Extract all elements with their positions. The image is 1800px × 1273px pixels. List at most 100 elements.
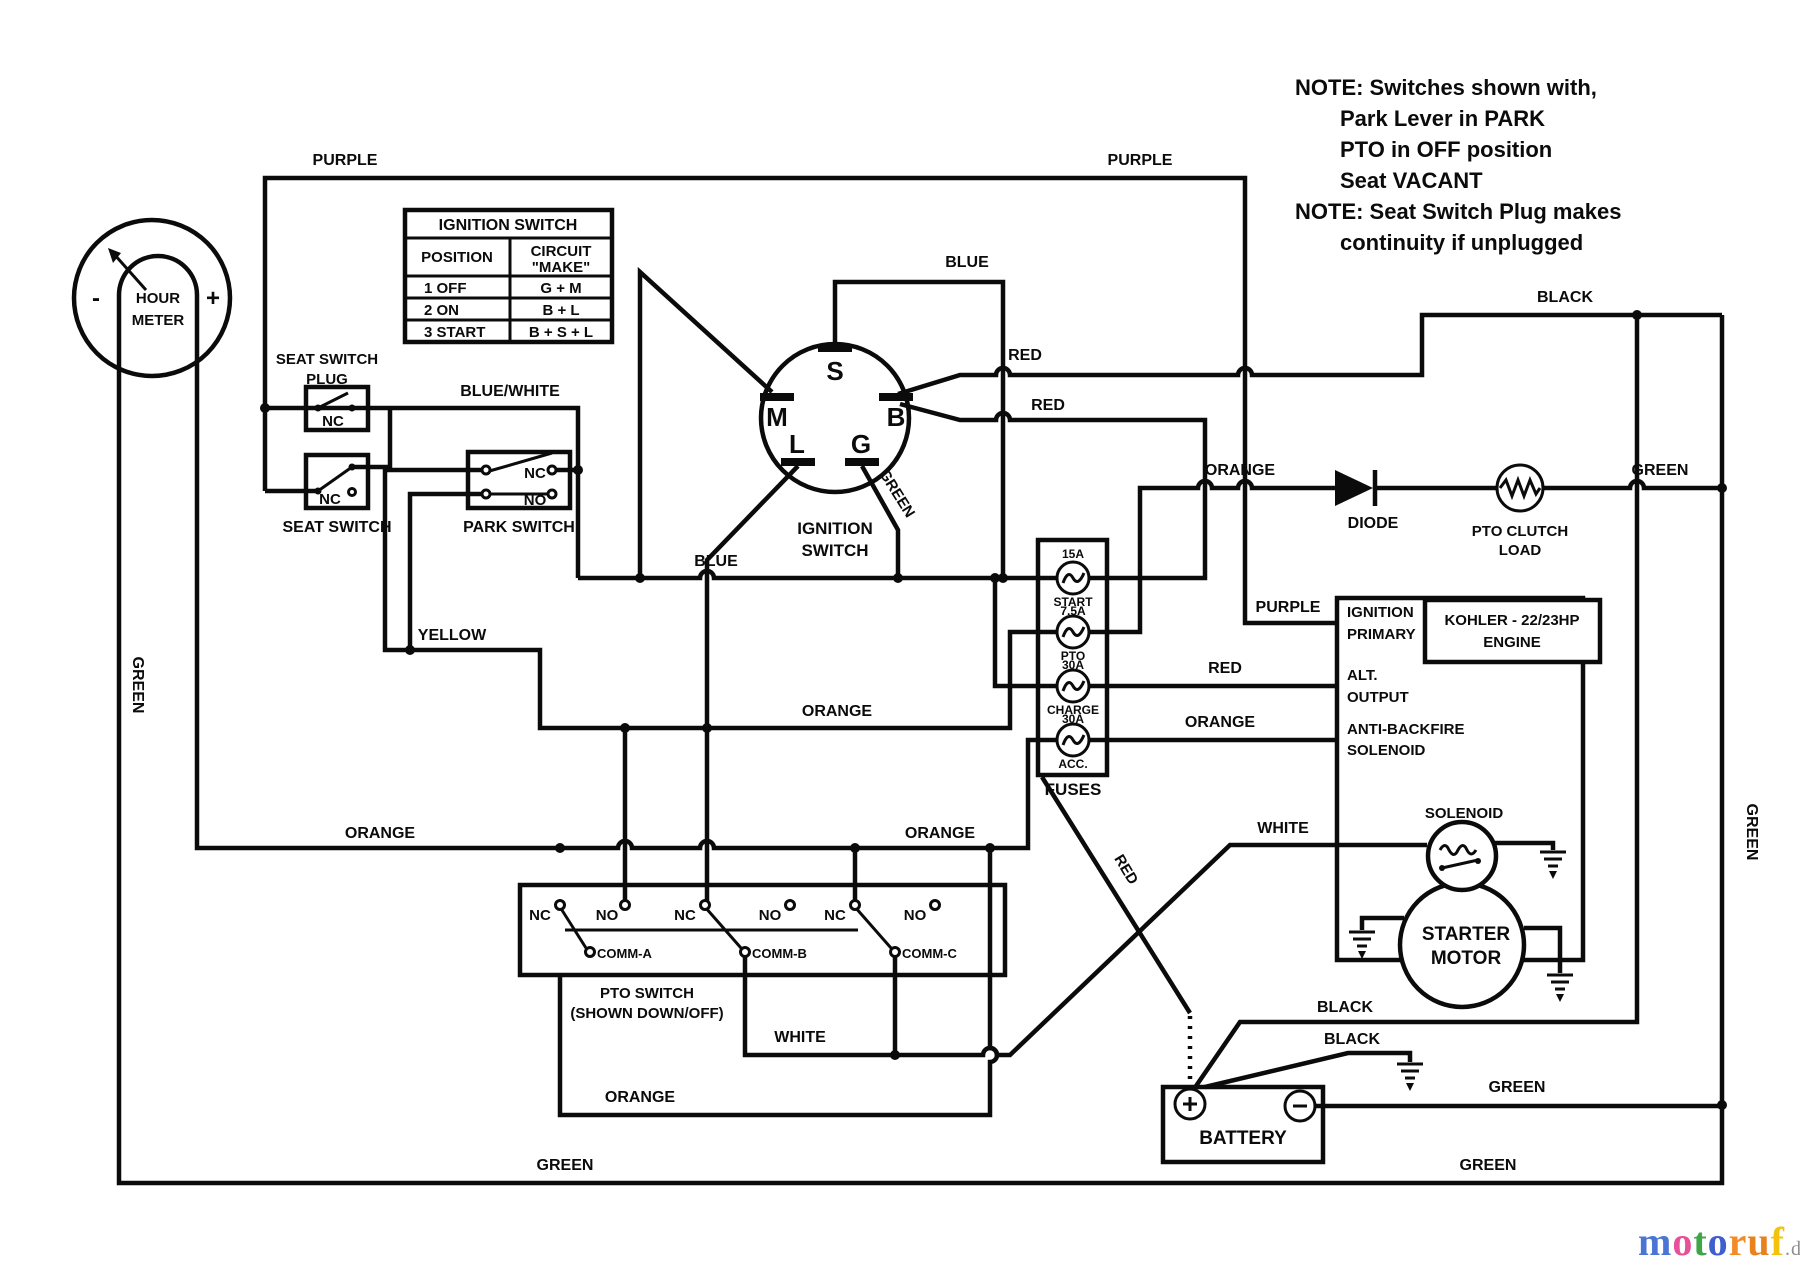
wire-label-red: RED — [1208, 660, 1242, 677]
solenoid-blade — [1441, 858, 1479, 870]
watermark-letter: f — [1770, 1219, 1785, 1264]
kohler-box — [1422, 597, 1603, 665]
wire-label-green-vertical: GREEN — [129, 657, 146, 714]
table-cell: B + L — [542, 302, 579, 319]
table-cell: 3 START — [424, 324, 485, 341]
green-rail-wire — [116, 295, 1725, 1186]
seat-switch-right-wire — [354, 408, 393, 470]
pto-switch-label: PTO SWITCH — [600, 985, 694, 1002]
table-col-circuit: "MAKE" — [532, 259, 590, 276]
note-line: Seat VACANT — [1340, 168, 1483, 193]
terminal-m: M — [766, 402, 788, 432]
pto-switch-label: (SHOWN DOWN/OFF) — [570, 1005, 723, 1022]
starter-right-ground-wire — [1524, 925, 1563, 973]
wire-label-orange: ORANGE — [1185, 714, 1256, 731]
battery — [1173, 1087, 1317, 1123]
watermark-suffix: .de — [1785, 1238, 1800, 1260]
diode-label: DIODE — [1348, 515, 1399, 532]
components-layer — [108, 207, 1727, 1123]
g-terminal-green-wire — [860, 464, 901, 578]
no-label: NO — [759, 907, 782, 924]
hour-meter-minus: - — [92, 285, 100, 312]
no-label: NO — [904, 907, 927, 924]
nc-label: NC — [319, 491, 341, 508]
diode-icon — [1335, 470, 1373, 506]
note-line: NOTE: Seat Switch Plug makes — [1295, 199, 1621, 224]
fuse-name: PTO — [1061, 649, 1085, 663]
wire-label-yellow: YELLOW — [418, 627, 487, 644]
comm-a-label: COMM-A — [597, 946, 652, 961]
nc-label: NC — [824, 907, 846, 924]
m-terminal-wire — [637, 266, 774, 578]
wire-label-white: WHITE — [1257, 820, 1309, 837]
wire-label-black: BLACK — [1324, 1031, 1380, 1048]
watermark-letter: r — [1728, 1219, 1748, 1264]
note-line: NOTE: Switches shown with, — [1295, 75, 1597, 100]
black-ground-wire — [1204, 1050, 1413, 1090]
fuse-amps: 30A — [1062, 658, 1084, 672]
ground-icon — [1349, 930, 1375, 959]
pto-clutch-load — [1495, 463, 1545, 513]
charge-fuse-left-wire — [992, 578, 1057, 689]
wire-label-orange: ORANGE — [802, 703, 873, 720]
watermark-letter: o — [1707, 1219, 1729, 1264]
blue-white-wire — [265, 405, 581, 578]
wire-label-red: RED — [1008, 347, 1042, 364]
pto-clutch-label: PTO CLUTCH — [1472, 523, 1568, 540]
red-battery-diagonal-wire — [1040, 775, 1192, 1015]
note-line: continuity if unplugged — [1340, 230, 1583, 255]
hour-meter-label: HOUR — [136, 290, 180, 307]
ignition-switch-table — [402, 207, 615, 345]
solenoid — [1425, 819, 1499, 893]
watermark-logo[interactable]: motoruf.de — [1638, 1218, 1800, 1265]
starter-left-ground-wire — [1359, 915, 1404, 930]
hour-meter-plus: + — [206, 285, 220, 312]
nc-label: NC — [322, 413, 344, 430]
solenoid-circle — [1425, 819, 1499, 893]
engine-label: PRIMARY — [1347, 626, 1416, 643]
pto-blades — [558, 906, 893, 949]
wire-label-green: GREEN — [1632, 462, 1689, 479]
wire-label-orange: ORANGE — [345, 825, 416, 842]
junction-dots — [260, 310, 1727, 1110]
diode — [1335, 470, 1378, 506]
terminal-g: G — [851, 429, 871, 459]
resistor-icon — [1498, 475, 1542, 501]
fuse-amps: 30A — [1062, 712, 1084, 726]
nc-label: NC — [674, 907, 696, 924]
ground-symbols — [1349, 850, 1573, 1091]
table-col-circuit: CIRCUIT — [531, 243, 592, 260]
ignition-switch-pads — [760, 344, 913, 466]
hour-meter-needle-tip-icon — [108, 248, 121, 263]
seat-switch — [314, 463, 357, 497]
hour-meter-needle — [112, 253, 148, 291]
wire-label-white: WHITE — [774, 1029, 826, 1046]
l-terminal-wire — [704, 464, 800, 905]
orange-bottom-wire — [557, 848, 1000, 1118]
nc-label: NC — [524, 465, 546, 482]
starter-label: STARTER — [1422, 924, 1511, 945]
comm-c-label: COMM-C — [902, 946, 957, 961]
wire-label-green-vertical: GREEN — [1743, 804, 1760, 861]
no-label: NO — [524, 492, 547, 509]
starter-motor — [1397, 880, 1527, 1010]
hour-meter-inner-arc — [116, 253, 200, 296]
terminal-s: S — [826, 356, 843, 386]
pto-clutch-label: LOAD — [1499, 542, 1542, 559]
kohler-label: KOHLER - 22/23HP — [1444, 612, 1579, 629]
solenoid-ground-wire — [1490, 840, 1556, 850]
black-battery-wire — [1194, 315, 1640, 1088]
park-switch-box — [465, 449, 573, 511]
fuse-amps: 7.5A — [1060, 604, 1086, 618]
fuses-title: FUSES — [1045, 780, 1102, 799]
engine-label: ANTI-BACKFIRE — [1347, 721, 1465, 738]
fuse-panel — [1055, 560, 1091, 758]
ground-icon — [1397, 1062, 1423, 1091]
fuse-name: CHARGE — [1047, 703, 1099, 717]
wire-label-orange: ORANGE — [905, 825, 976, 842]
watermark-letter: t — [1693, 1219, 1708, 1264]
wire-label-green: GREEN — [1460, 1157, 1517, 1174]
engine-label: SOLENOID — [1347, 742, 1426, 759]
seat-switch-box — [303, 452, 371, 511]
ground-icon — [1540, 850, 1566, 879]
